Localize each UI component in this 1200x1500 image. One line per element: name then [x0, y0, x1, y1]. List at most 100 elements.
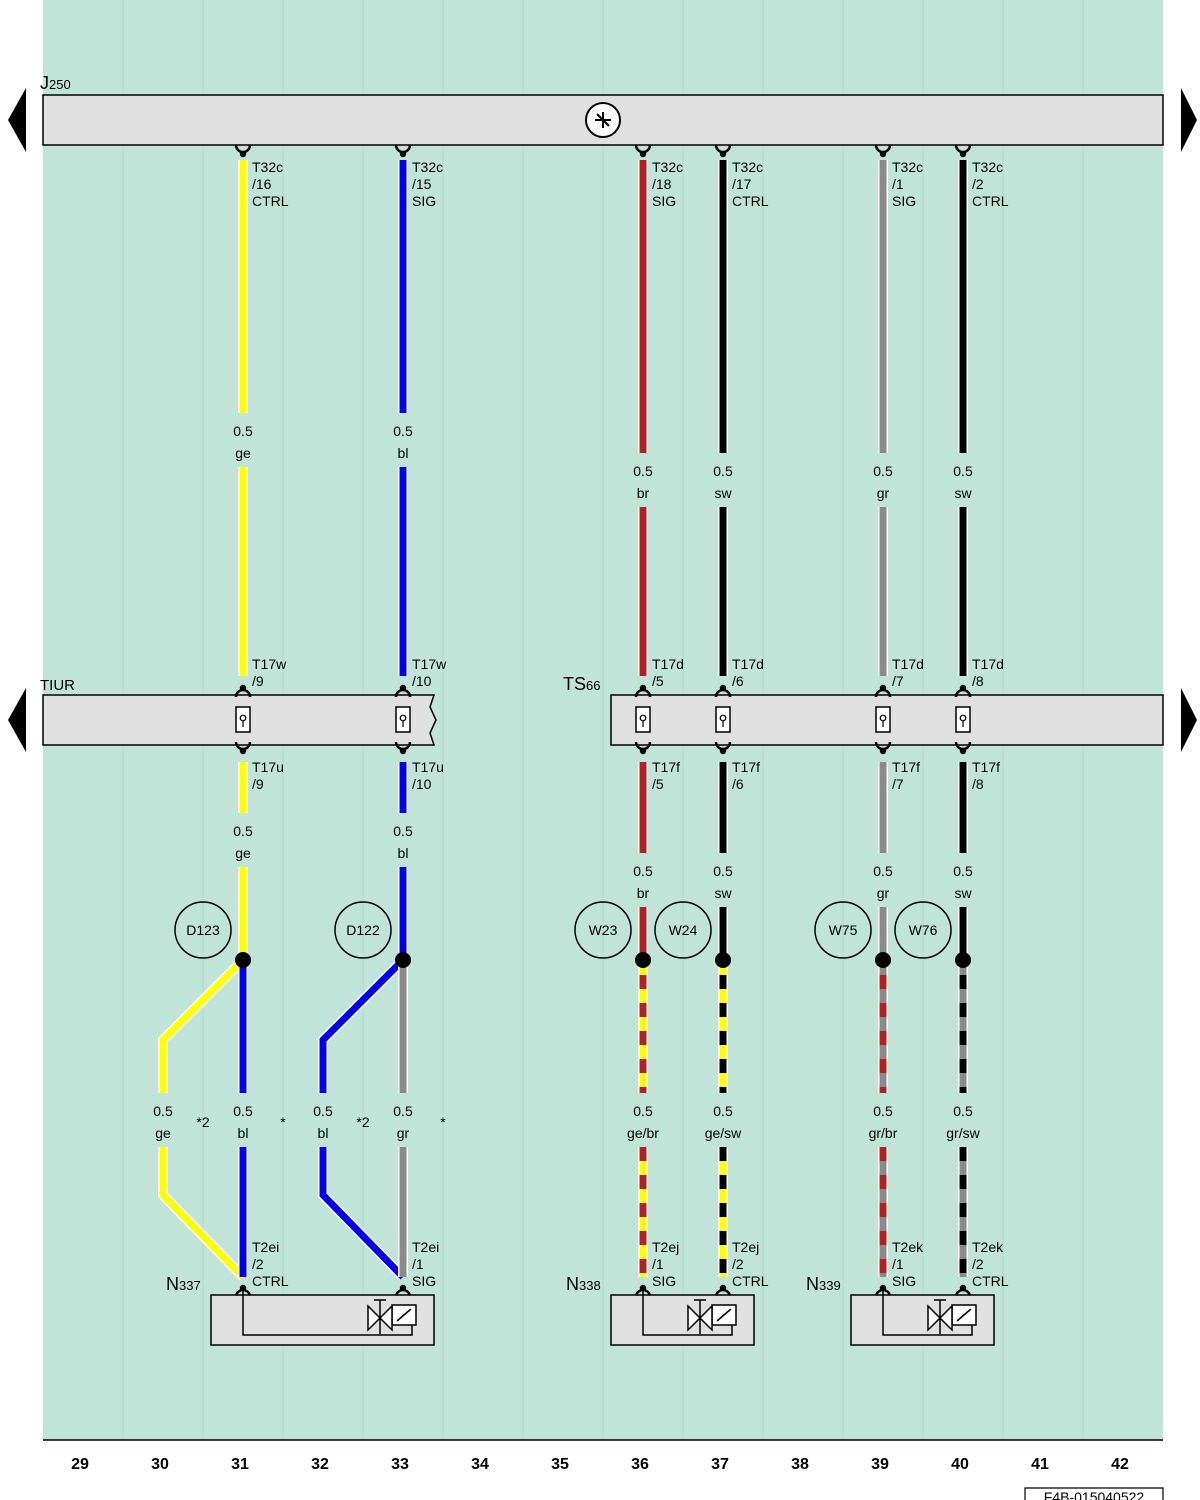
valve-2-coil-diag: [716, 1308, 732, 1322]
bottom-connector-5-pin: /1: [892, 1256, 904, 1272]
mid-top-connector-6-code: T17d: [972, 656, 1004, 672]
upper-wire-color-5: gr: [877, 485, 890, 501]
bottom-connector-5-code: T2ek: [892, 1239, 924, 1255]
top-pin-1-pin: [239, 150, 247, 158]
mid-top-pin-1-pin: [239, 684, 247, 692]
coupler-1-eye: [239, 714, 247, 722]
mid-bottom-connector-6-code: T17f: [972, 759, 1000, 775]
coupler-3-eye: [639, 714, 647, 722]
top-connector-2-code: T32c: [412, 159, 443, 175]
mid-wire-size-6: 0.5: [953, 863, 973, 879]
valve-1-valve-right: [378, 1304, 393, 1332]
doc-id: F4B-015040522: [1044, 1489, 1145, 1500]
valve-1-valve-left: [367, 1304, 382, 1332]
bottom-connector-6-code: T2ek: [972, 1239, 1004, 1255]
splice-node-5: [875, 952, 891, 968]
top-connector-2-func: SIG: [412, 193, 436, 209]
mid-bottom-connector-4-code: T17f: [732, 759, 760, 775]
control-unit-j250[interactable]: [42, 94, 1164, 146]
bottom-connector-1-func: CTRL: [252, 1273, 289, 1289]
lower-wire-size-7: 0.5: [873, 1103, 893, 1119]
mid-wire-size-1: 0.5: [233, 823, 253, 839]
lower-wire-size-3: 0.5: [313, 1103, 333, 1119]
mid-top-pin-4-pin: [719, 684, 727, 692]
splice-node-3: [635, 952, 651, 968]
bottom-connector-2-func: SIG: [412, 1273, 436, 1289]
mid-top-pin-2-pin: [399, 684, 407, 692]
bottom-connector-3-func: SIG: [652, 1273, 676, 1289]
prev-page-arrow-mid[interactable]: [8, 688, 26, 752]
coupler-2: [395, 706, 411, 733]
top-connector-6-code: T32c: [972, 159, 1003, 175]
coupler-3: [635, 706, 651, 733]
bottom-pin-2-pin: [399, 1284, 407, 1292]
upper-wire-color-6: sw: [954, 485, 972, 501]
mid-wire-size-3: 0.5: [633, 863, 653, 879]
mid-bottom-pin-4-pin: [719, 747, 727, 755]
splice-circle-w24: [654, 901, 712, 959]
mid-top-connector-5-code: T17d: [892, 656, 924, 672]
mid-top-connector-3-pin: /5: [652, 673, 664, 689]
column-number-29: 29: [71, 1456, 89, 1473]
bottom-connector-1-pin: /2: [252, 1256, 264, 1272]
prev-page-arrow-top[interactable]: [8, 88, 26, 152]
mid-bottom-connector-6-pin: /8: [972, 776, 984, 792]
mid-wire-size-2: 0.5: [393, 823, 413, 839]
mid-bottom-connector-5-pin: /7: [892, 776, 904, 792]
top-connector-3-code: T32c: [652, 159, 683, 175]
lower-wire-color-4: gr: [397, 1125, 410, 1141]
mid-top-connector-3-code: T17d: [652, 656, 684, 672]
mid-top-connector-2-code: T17w: [412, 656, 447, 672]
mid-top-pin-5-pin: [879, 684, 887, 692]
mid-bottom-pin-5-pin: [879, 747, 887, 755]
tiur-label: TIUR: [40, 677, 75, 694]
coupler-5-eye: [879, 714, 887, 722]
j250-label: J250: [40, 73, 71, 93]
bottom-pin-6-pin: [959, 1284, 967, 1292]
lower-wire-color-6: ge/sw: [705, 1125, 742, 1141]
coupler-6: [955, 706, 971, 733]
top-connector-6-pin: /2: [972, 176, 984, 192]
upper-wire-size-4: 0.5: [713, 463, 733, 479]
coupler-6-eye: [959, 714, 967, 722]
next-page-arrow-mid[interactable]: [1181, 688, 1197, 752]
bottom-connector-4-code: T2ej: [732, 1239, 759, 1255]
mid-bottom-connector-2-code: T17u: [412, 759, 444, 775]
coupler-2-eye: [399, 714, 407, 722]
top-connector-2-pin: /15: [412, 176, 432, 192]
bottom-pin-4-pin: [719, 1284, 727, 1292]
next-page-arrow-top[interactable]: [1181, 88, 1197, 152]
bottom-connector-2-pin: /1: [412, 1256, 424, 1272]
valve-1-coil-diag: [396, 1308, 412, 1322]
mid-bottom-pin-1-pin: [239, 747, 247, 755]
upper-wire-color-1: ge: [235, 445, 251, 461]
upper-wire-size-1: 0.5: [233, 423, 253, 439]
lower-wire-color-1: ge: [155, 1125, 171, 1141]
lower-wire-color-2: bl: [238, 1125, 249, 1141]
splice-label-w75: W75: [829, 922, 858, 938]
bottom-pin-5-pin: [879, 1284, 887, 1292]
coupler-5: [875, 706, 891, 733]
mid-wire-color-5: gr: [877, 885, 890, 901]
lower-wire-color-8: gr/sw: [946, 1125, 980, 1141]
lower-wire-color-7: gr/br: [869, 1125, 898, 1141]
marks: [174, 144, 972, 1298]
mid-wire-color-4: sw: [714, 885, 732, 901]
ts66-label: TS66: [563, 674, 600, 694]
footnote-mark-4: *: [440, 1114, 446, 1130]
lower-wire-size-4: 0.5: [393, 1103, 413, 1119]
mid-bottom-connector-2-pin: /10: [412, 776, 432, 792]
lower-wire-size-2: 0.5: [233, 1103, 253, 1119]
column-number-35: 35: [551, 1456, 569, 1473]
bottom-connector-4-func: CTRL: [732, 1273, 769, 1289]
bottom-connector-3-code: T2ej: [652, 1239, 679, 1255]
bottom-connector-2-code: T2ei: [412, 1239, 439, 1255]
splice-label-w76: W76: [909, 922, 938, 938]
mid-bottom-connector-4-pin: /6: [732, 776, 744, 792]
column-number-40: 40: [951, 1456, 969, 1473]
coupler-1: [235, 706, 251, 733]
lower-wire-color-3: bl: [318, 1125, 329, 1141]
top-pin-6-pin: [959, 150, 967, 158]
